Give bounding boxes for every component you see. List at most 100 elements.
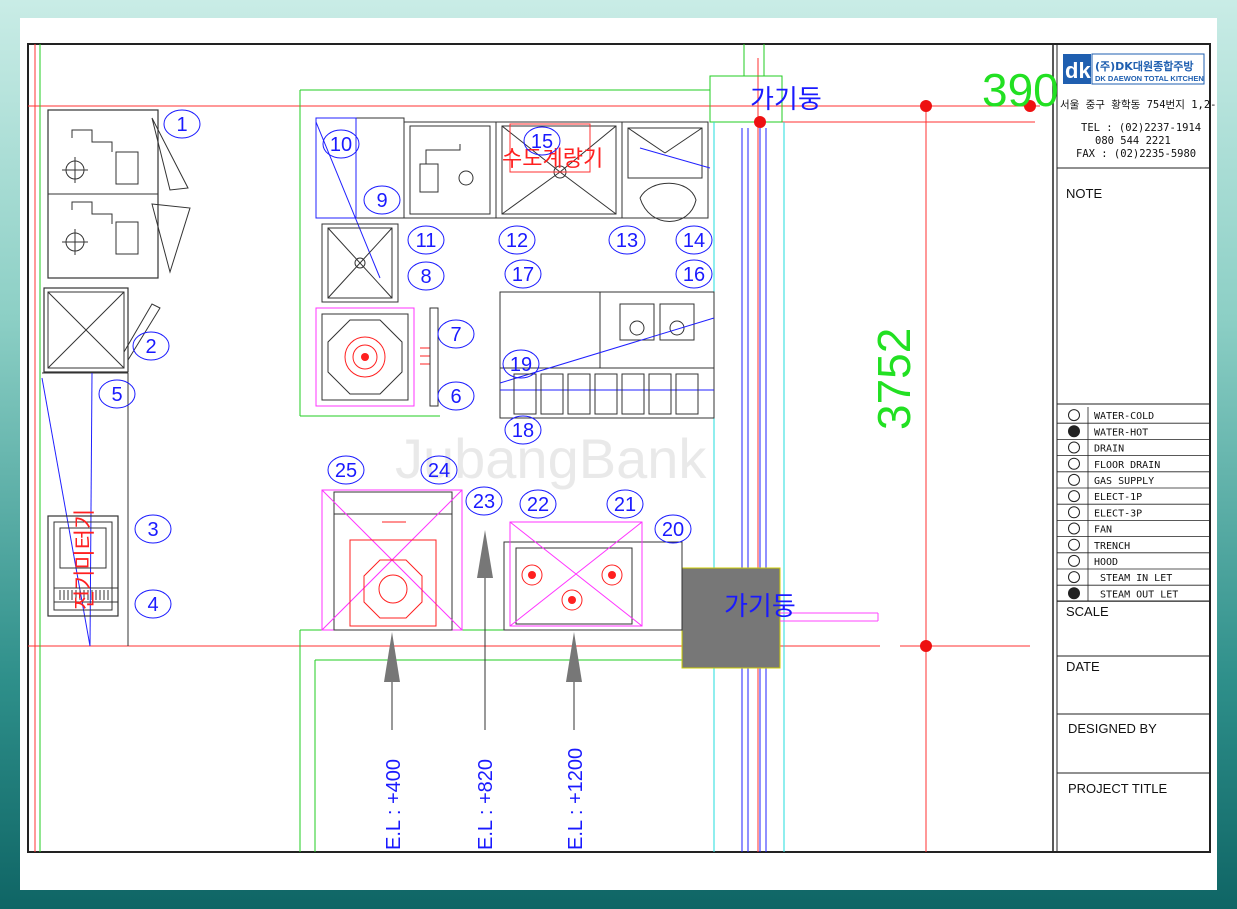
company-mobile: 080 544 2221 [1095,135,1171,147]
item-callout-24: 24 [420,455,458,485]
drain-icon [1068,441,1080,454]
legend-label: STEAM OUT LET [1100,589,1178,600]
legend-row: FLOOR DRAIN [1057,457,1210,473]
item-callout-3: 3 [134,514,172,544]
three-burner-range [503,521,683,631]
item-number-6: 6 [450,386,461,408]
legend-row: ELECT-1P [1057,490,1210,505]
legend-row: STEAM OUT LET [1057,587,1210,602]
item-callout-1: 1 [163,109,201,139]
column-label-bottom: 가기둥 [724,592,796,622]
legend-label: TRENCH [1094,541,1130,552]
water-meter-label: 수도계량기 [502,147,603,172]
elevation-label-3: E.L : +1200 [565,748,587,850]
legend-label: STEAM IN LET [1100,573,1172,584]
item-callout-15: 15 [523,126,561,156]
legend-label: ELECT-1P [1094,492,1142,503]
top-counter [315,117,711,303]
sink-unit [621,121,709,219]
item-callout-18: 18 [504,415,542,445]
item-number-21: 21 [614,494,636,516]
legend-label: WATER-HOT [1094,427,1148,438]
legend-row: WATER-COLD [1057,409,1210,424]
column-block [681,567,781,669]
legend-label: DRAIN [1094,444,1124,455]
item-number-25: 25 [335,460,357,482]
dimension-vertical: 3752 [868,328,920,430]
item-callout-22: 22 [519,489,557,519]
item-callout-23: 23 [465,486,503,516]
project-title-label: PROJECT TITLE [1068,781,1168,796]
legend-row: GAS SUPPLY [1057,473,1210,489]
legend-label: ELECT-3P [1094,508,1142,519]
item-number-20: 20 [662,519,684,541]
item-callout-4: 4 [134,589,172,619]
logo-box [1063,54,1091,84]
item-callout-21: 21 [606,489,644,519]
item-number-9: 9 [376,190,387,212]
item-callout-10: 10 [322,129,360,159]
item-callout-11: 11 [407,225,445,255]
item-callout-19: 19 [502,349,540,379]
item-number-7: 7 [450,324,461,346]
company-logo: dk (주)DK대원종합주방 DK DAEWON TOTAL KITCHEN [1063,53,1205,85]
electric-meter-label: 전기미터기 [73,509,98,610]
item-number-11: 11 [416,230,437,252]
item-callout-2: 2 [132,331,170,361]
steam-outlet-icon [1068,587,1080,600]
item-number-15: 15 [531,131,553,153]
item-number-23: 23 [473,491,495,513]
item-callout-8: 8 [407,261,445,291]
item-number-16: 16 [683,264,705,286]
legend-row: TRENCH [1057,538,1210,554]
company-name-kor: (주)DK대원종합주방 [1095,59,1194,73]
legend: WATER-COLD WATER-HOT DRAIN FLOOR DRAIN GAS S… [1057,407,1210,602]
water-cold-icon [1068,409,1080,422]
item-number-14: 14 [683,230,705,252]
item-callout-12: 12 [498,225,536,255]
legend-row: DRAIN [1057,441,1210,457]
gas-supply-icon [1068,473,1080,486]
item-number-12: 12 [506,230,528,252]
item-number-3: 3 [147,519,158,541]
large-burner [321,489,463,631]
elect-3p-icon [1068,506,1080,519]
item-number-18: 18 [512,420,534,442]
title-block: dk (주)DK대원종합주방 DK DAEWON TOTAL KITCHEN 서… [1052,44,1216,852]
legend-row: FAN [1057,522,1210,537]
legend-label: HOOD [1094,557,1118,568]
legend-row: HOOD [1057,554,1210,570]
item-callout-14: 14 [675,225,713,255]
drawing-sheet: dk (주)DK대원종합주방 DK DAEWON TOTAL KITCHEN 서… [20,18,1217,890]
dimension-points [754,100,1036,652]
logo-letters: dk [1065,58,1091,83]
item-callout-20: 20 [654,514,692,544]
watermark: JubangBank [395,427,707,490]
item-number-4: 4 [147,594,158,616]
item-number-1: 1 [176,114,187,136]
trench-icon [1068,538,1080,551]
floor-drain-icon [1068,457,1080,470]
island-table [499,291,715,419]
item-number-24: 24 [428,460,450,482]
column-label-top: 가기둥 [750,85,822,115]
company-name-eng: DK DAEWON TOTAL KITCHEN [1095,74,1204,83]
water-hot-icon [1068,425,1080,438]
company-tel: TEL : (02)2237-1914 [1081,122,1201,134]
item-number-22: 22 [527,494,549,516]
dimension-top: 390 [982,64,1059,116]
item-callout-9: 9 [363,185,401,215]
company-address: 서울 중구 황학동 754번지 1,2- [1060,99,1216,111]
steam-inlet-icon [1068,571,1080,584]
legend-label: FAN [1094,525,1112,536]
hood-icon [1068,554,1080,567]
legend-row: STEAM IN LET [1057,571,1210,586]
electric-meter-box [47,515,119,617]
hood-box [43,287,129,373]
item-callout-6: 6 [437,381,475,411]
left-equipment [43,109,191,617]
item-number-13: 13 [616,230,638,252]
legend-label: FLOOR DRAIN [1094,460,1160,471]
item-callout-13: 13 [608,225,646,255]
